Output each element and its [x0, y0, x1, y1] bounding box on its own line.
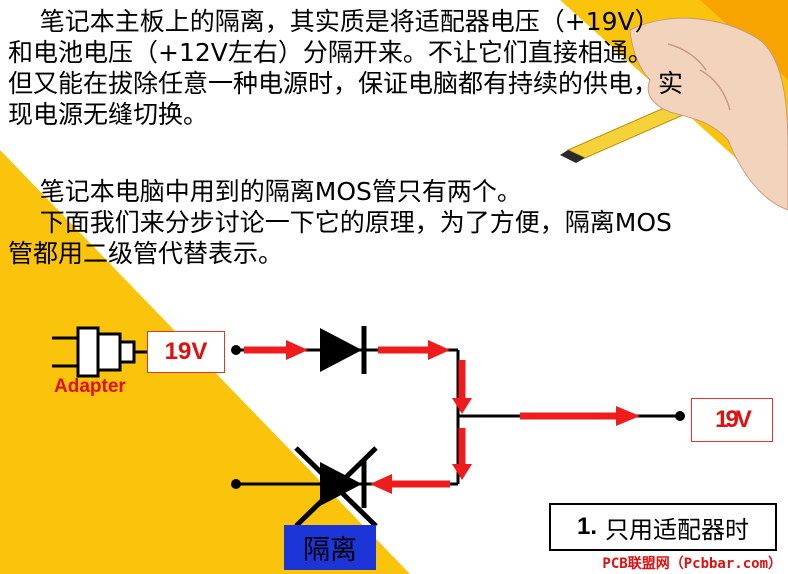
input-terminal [231, 345, 241, 355]
output-voltage-label: 19V [691, 398, 773, 442]
watermark: PCB联盟网（Pcbbar.com） [602, 556, 782, 572]
case-caption: 1. 只用适配器时 [549, 503, 777, 551]
case-number: 1. [576, 513, 597, 540]
adapter-label: Adapter [54, 376, 126, 397]
diode-icon [320, 326, 367, 374]
case-text: 只用适配器时 [605, 515, 749, 544]
isolation-circuit-diagram [52, 326, 685, 528]
pencil-hand-icon [560, 17, 788, 211]
output-terminal [675, 411, 685, 421]
blocked-diode-icon [294, 446, 378, 528]
mos-paragraph: 笔记本电脑中用到的隔离MOS管只有两个。 下面我们来分步讨论一下它的原理，为了方… [8, 177, 672, 268]
isolation-label: 隔离 [284, 525, 376, 570]
input-voltage-label: 19V [147, 331, 225, 373]
current-flow-arrows [244, 346, 632, 488]
intro-paragraph: 笔记本主板上的隔离，其实质是将适配器电压（+19V） 和电池电压（+12V左右）… [8, 7, 684, 129]
battery-terminal [231, 479, 241, 489]
power-plug-icon [52, 326, 147, 378]
